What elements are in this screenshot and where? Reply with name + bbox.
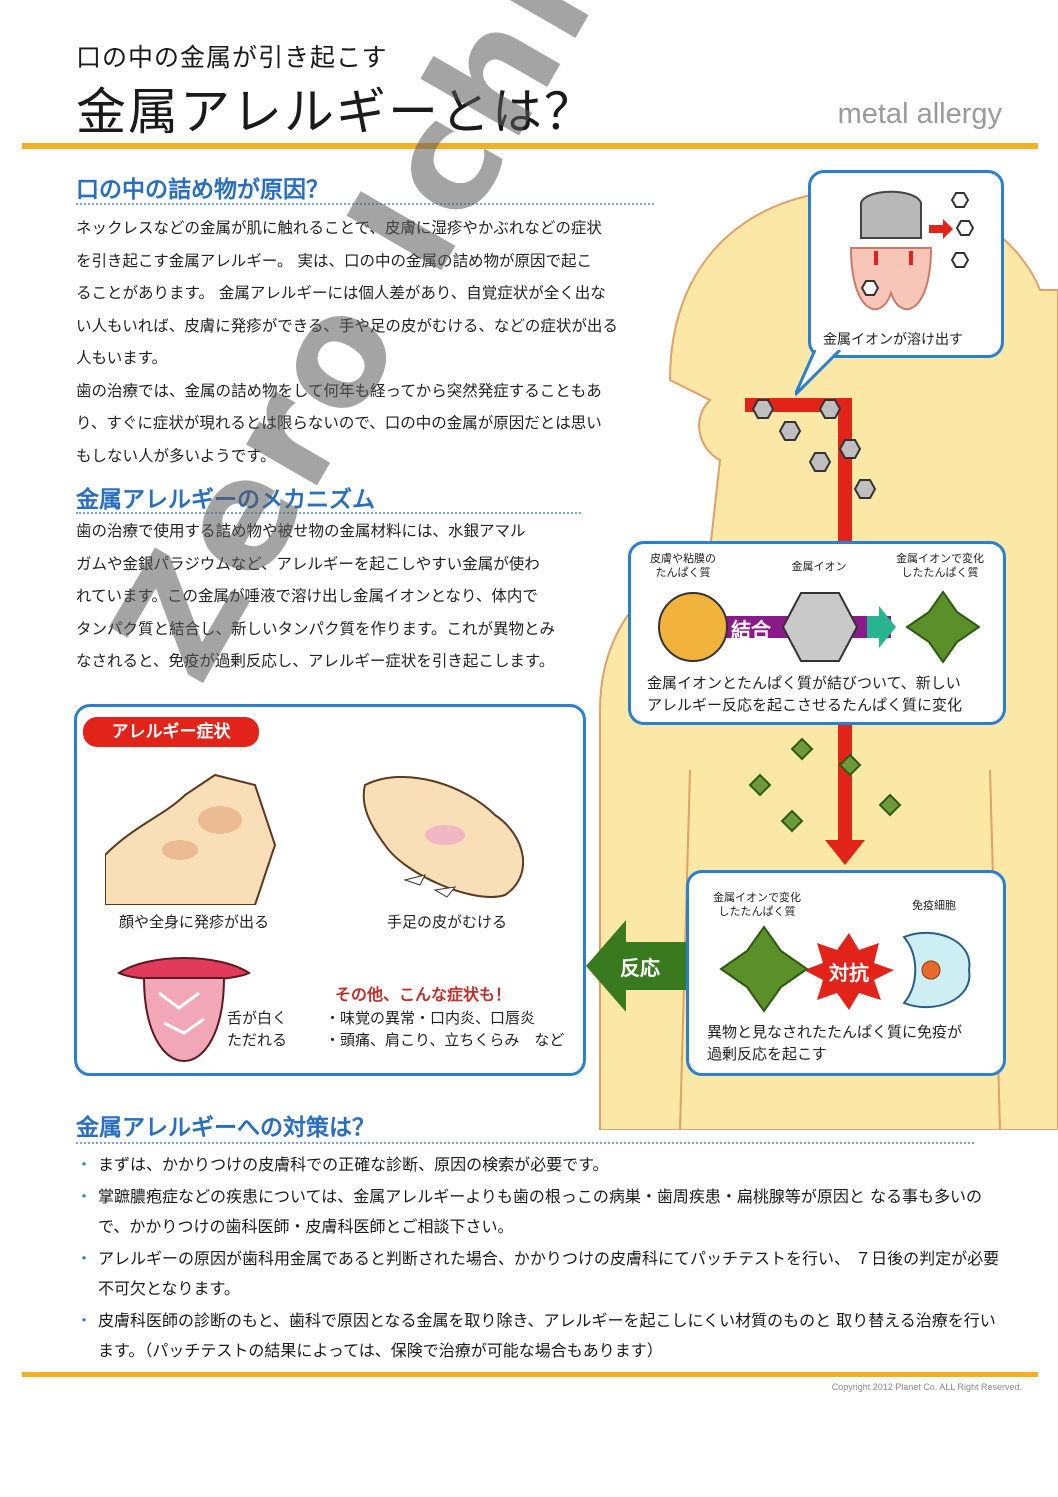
section1-heading: 口の中の詰め物が原因？ xyxy=(76,177,329,203)
changed-protein-label: 金属イオンで変化したたんぱく質 xyxy=(896,552,984,579)
copyright: Copyright 2012 Planet Co. ALL Right Rese… xyxy=(831,1382,1022,1392)
binding-diagram xyxy=(658,590,981,664)
tongue-icon xyxy=(117,957,251,1063)
ion-release-caption: 金属イオンが溶け出す xyxy=(823,332,963,348)
page-subtitle: 口の中の金属が引き起こす xyxy=(76,43,388,72)
immune-cell-label: 免疫細胞 xyxy=(912,899,956,912)
bind-word: 結合 xyxy=(731,618,771,642)
section3-divider xyxy=(76,1142,974,1144)
section2-body: 歯の治療で使用する詰め物や被せ物の金属材料には、水銀アマル ガムや金銀パラジウム… xyxy=(76,522,555,670)
binding-caption: 金属イオンとたんぱく質が結びついて、新しいアレルギー反応を起こさせるたんぱく質に… xyxy=(647,674,963,714)
symptoms-panel: アレルギー症状 顔や全身に発疹が出る 手足の皮がむける 舌が白くただれる その他… xyxy=(74,704,586,1076)
reaction-arrow xyxy=(586,920,686,1012)
section1-body: ネックレスなどの金属が肌に触れることで、皮膚に湿疹やかぶれなどの症状 を引き起こ… xyxy=(76,219,618,465)
footer-rule xyxy=(22,1372,1038,1377)
countermeasure-list: まずは、かかりつけの皮膚科での正確な診断、原因の検索が必要です。 掌蹠膿疱症など… xyxy=(76,1150,1006,1368)
symptoms-badge: アレルギー症状 xyxy=(83,717,259,747)
ion-release-panel: 金属イオンが溶け出す xyxy=(808,170,1004,358)
reaction-arrow-label: 反応 xyxy=(620,956,660,980)
binding-panel: 皮膚や粘膜のたんぱく質 金属イオン 金属イオンで変化したたんぱく質 結合 金属イ… xyxy=(628,541,1006,725)
list-item: アレルギーの原因が歯科用金属であると判断された場合、かかりつけの皮膚科にてパッチ… xyxy=(76,1244,1006,1304)
callout-tail xyxy=(795,350,842,397)
reaction-caption: 異物と見なされたたんぱく質に免疫が過剰反応を起こす xyxy=(707,1023,963,1063)
section3-heading: 金属アレルギーへの対策は？ xyxy=(76,1115,375,1141)
reaction-protein-label: 金属イオンで変化したたんぱく質 xyxy=(713,891,801,918)
foot-caption: 手足の皮がむける xyxy=(387,913,508,931)
other-symptoms-list: ・味覚の異常・口内炎、口唇炎・頭痛、肩こり、立ちくらみ など xyxy=(325,1009,565,1049)
section2-heading: 金属アレルギーのメカニズム xyxy=(76,487,375,513)
protein-particles xyxy=(748,737,902,833)
skin-protein-label: 皮膚や粘膜のたんぱく質 xyxy=(650,552,716,579)
list-item: 掌蹠膿疱症などの疾患については、金属アレルギーよりも歯の根っこの病巣・歯周疾患・… xyxy=(76,1182,1006,1242)
reaction-diagram xyxy=(719,925,971,1013)
list-item: まずは、かかりつけの皮膚科での正確な診断、原因の検索が必要です。 xyxy=(76,1150,1006,1180)
reaction-panel: 金属イオンで変化したたんぱく質 免疫細胞 対抗 異物と見なされたたんぱく質に免疫… xyxy=(686,870,1006,1076)
metal-ion-label: 金属イオン xyxy=(791,560,847,573)
list-item: 皮膚科医師の診断のもと、歯科で原因となる金属を取り除き、アレルギーを起こしにくい… xyxy=(76,1306,1006,1366)
resist-word: 対抗 xyxy=(829,961,869,985)
tongue-caption: 舌が白くただれる xyxy=(227,1009,288,1049)
tooth-icon xyxy=(849,190,975,311)
page-title: 金属アレルギーとは？ xyxy=(76,83,596,141)
other-symptoms-title: その他、こんな症状も！ xyxy=(335,985,512,1004)
ion-particles xyxy=(751,399,877,499)
section1-divider xyxy=(76,203,654,205)
english-title: metal allergy xyxy=(837,98,1002,130)
section2-divider xyxy=(76,512,581,514)
header-rule xyxy=(22,143,1038,149)
face-caption: 顔や全身に発疹が出る xyxy=(119,913,270,931)
symptom-illustrations xyxy=(105,773,524,905)
